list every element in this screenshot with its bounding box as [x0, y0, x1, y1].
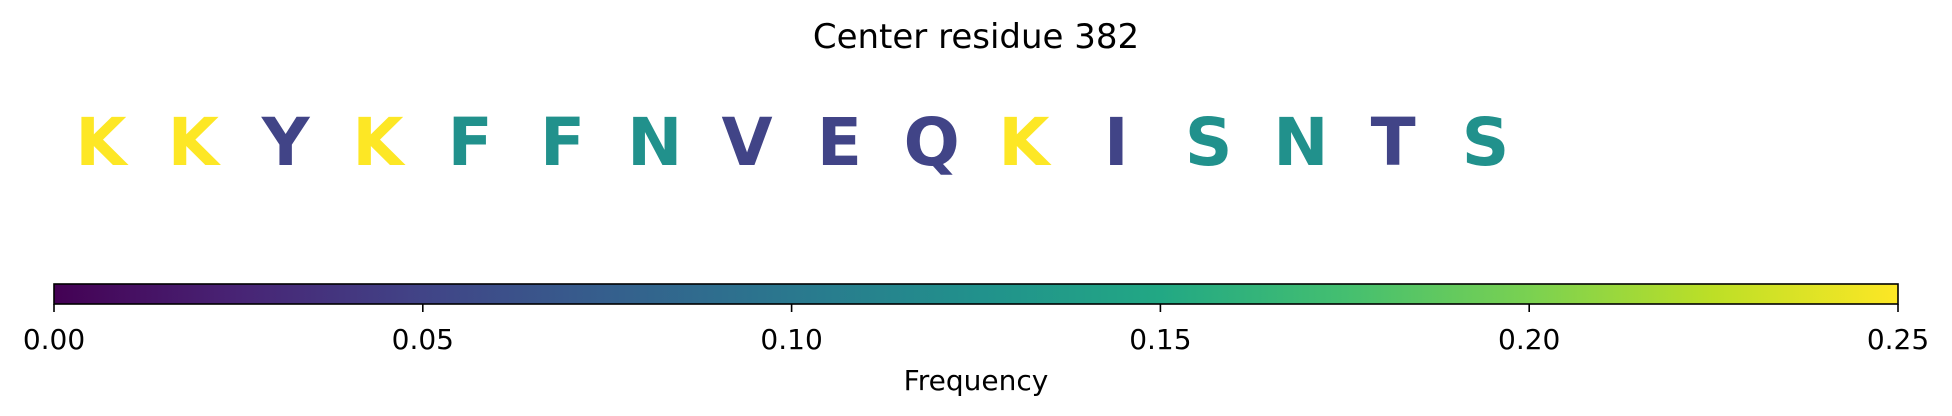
residue-letter-8: V	[722, 104, 773, 181]
residue-letter-15: T	[1371, 104, 1416, 181]
residue-letter-6: F	[540, 104, 585, 181]
colorbar: 0.00 0.05 0.10 0.15 0.20 0.25 Frequency	[23, 283, 1929, 397]
residue-letter-7: N	[627, 104, 682, 181]
colorbar-axis-label: Frequency	[904, 364, 1049, 397]
chart-title: Center residue 382	[813, 17, 1139, 57]
residue-letter-4: K	[352, 104, 406, 181]
residue-letter-16: S	[1462, 104, 1510, 181]
residue-letter-2: K	[168, 104, 222, 181]
residue-letter-10: Q	[904, 104, 960, 181]
colorbar-frame	[53, 283, 1899, 305]
colorbar-tick-label: 0.00	[23, 323, 85, 356]
residue-letter-5: F	[448, 104, 493, 181]
colorbar-tick-label: 0.25	[1867, 323, 1929, 356]
residue-letter-12: I	[1104, 104, 1129, 181]
residue-letter-11: K	[998, 104, 1052, 181]
colorbar-ticks: 0.00 0.05 0.10 0.15 0.20 0.25	[23, 304, 1929, 356]
colorbar-tick-label: 0.05	[392, 323, 454, 356]
residue-letter-9: E	[817, 104, 862, 181]
residue-letter-13: S	[1185, 104, 1233, 181]
residue-letter-3: Y	[261, 104, 311, 181]
colorbar-tick-label: 0.10	[760, 323, 822, 356]
residue-letter-14: N	[1273, 104, 1328, 181]
colorbar-tick-label: 0.15	[1129, 323, 1191, 356]
colorbar-tick-label: 0.20	[1498, 323, 1560, 356]
residue-letter-1: K	[75, 104, 129, 181]
colorbar-gradient	[54, 284, 1898, 304]
